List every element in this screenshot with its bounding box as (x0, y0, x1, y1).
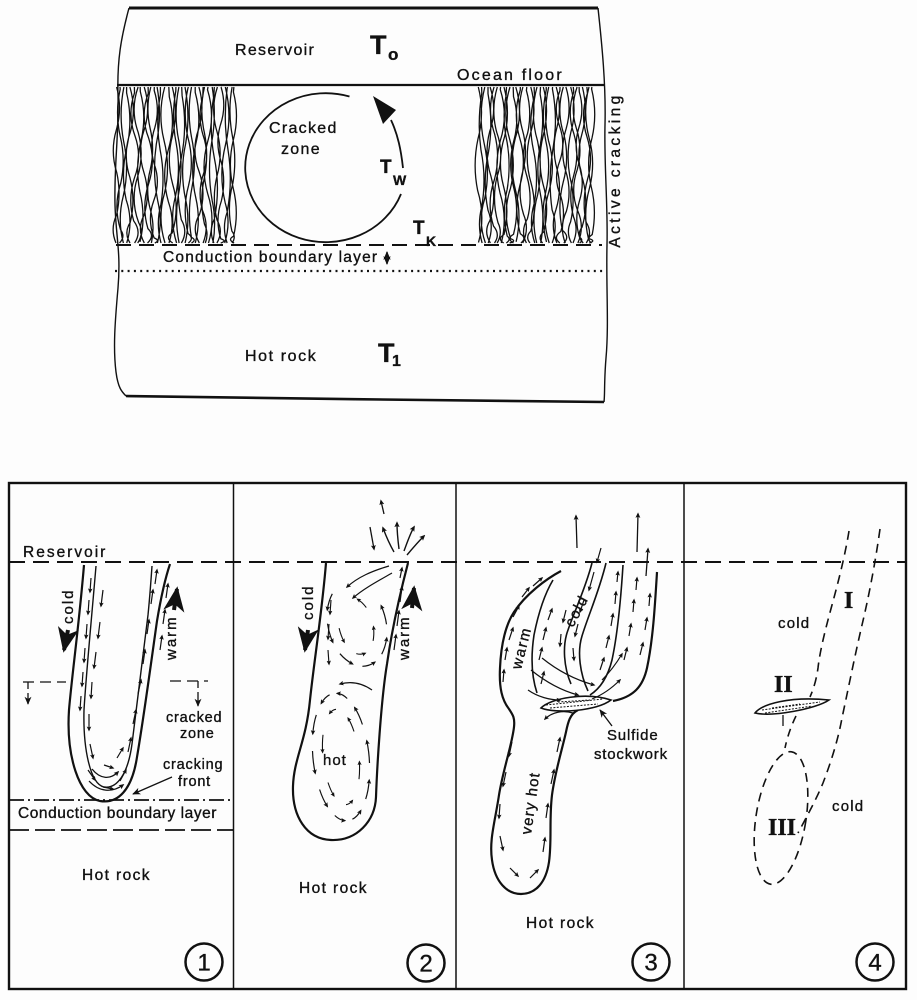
svg-text:Reservoir: Reservoir (235, 42, 315, 59)
svg-text:Active cracking: Active cracking (607, 92, 624, 247)
svg-text:T: T (413, 218, 425, 239)
svg-text:cold: cold (300, 584, 317, 620)
svg-text:zone: zone (281, 141, 321, 158)
svg-text:Hot rock: Hot rock (245, 348, 317, 365)
svg-text:cold: cold (60, 588, 77, 624)
svg-text:cracking: cracking (163, 757, 223, 773)
svg-text:T: T (380, 157, 392, 178)
svg-text:Hot rock: Hot rock (526, 915, 595, 932)
svg-text:2: 2 (419, 951, 432, 978)
svg-text:4: 4 (868, 950, 881, 977)
svg-text:warm: warm (396, 615, 413, 661)
svg-text:III: III (768, 815, 796, 841)
svg-text:Ocean floor: Ocean floor (457, 67, 564, 84)
svg-text:cold: cold (778, 615, 810, 632)
svg-text:hot: hot (323, 752, 347, 769)
svg-text:o: o (388, 45, 398, 64)
svg-text:W: W (393, 172, 407, 188)
svg-text:Hot rock: Hot rock (299, 880, 368, 897)
svg-text:Conduction boundary layer: Conduction boundary layer (163, 249, 378, 266)
svg-text:T: T (378, 338, 395, 368)
svg-text:II: II (774, 672, 793, 698)
svg-text:front: front (178, 774, 211, 790)
svg-text:K: K (426, 233, 436, 249)
svg-text:1: 1 (392, 353, 401, 370)
svg-text:Hot rock: Hot rock (82, 867, 151, 884)
svg-text:zone: zone (180, 726, 215, 742)
svg-text:Reservoir: Reservoir (23, 544, 107, 561)
svg-text:Sulfide: Sulfide (607, 727, 658, 744)
svg-text:I: I (844, 588, 853, 614)
svg-text:Conduction boundary layer: Conduction boundary layer (18, 805, 217, 822)
svg-text:cracked: cracked (166, 710, 222, 726)
svg-text:cold: cold (832, 798, 864, 815)
svg-text:1: 1 (197, 950, 210, 977)
svg-text:warm: warm (163, 615, 180, 661)
svg-text:3: 3 (644, 950, 657, 977)
svg-text:stockwork: stockwork (594, 746, 668, 763)
svg-text:T: T (370, 30, 387, 60)
svg-text:Cracked: Cracked (269, 120, 338, 137)
